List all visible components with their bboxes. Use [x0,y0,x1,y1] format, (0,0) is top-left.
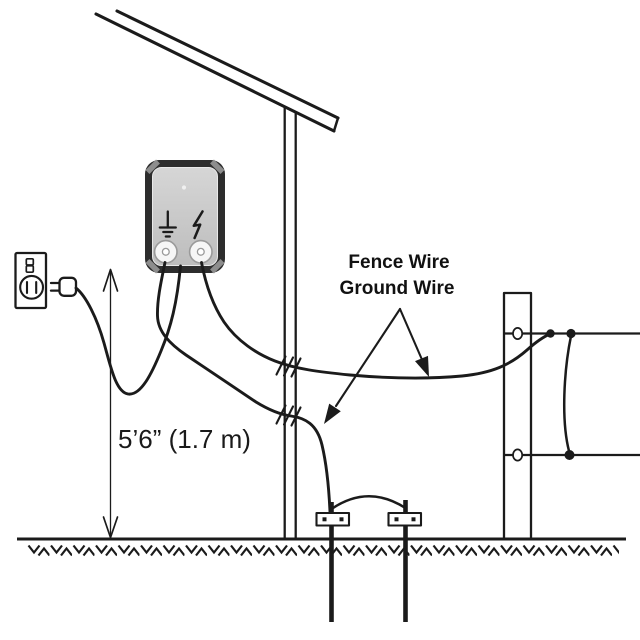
callout-arrowhead-right-icon [415,355,429,377]
post-insulator-bottom-icon [512,448,524,462]
fence-wire-label: Fence Wire [348,252,449,273]
rod-jumper-wire [330,495,407,511]
ground-wire-label: Ground Wire [340,278,455,299]
wire-joint-dot [566,328,576,339]
earth-ground-icon [158,210,177,238]
indicator-light [181,185,187,190]
fence-jumper-wire [563,334,573,453]
ground-rods [315,495,423,622]
wire-joint-dot [564,450,575,460]
roof-edge-lower [94,12,336,133]
ground-terminal [153,239,178,264]
power-cord [74,264,182,396]
clamp-bolt [394,517,399,522]
power-plug-icon [49,276,78,297]
mount-height-label: 5’6” (1.7 m) [118,424,251,454]
callout-arrow-line-left [334,307,402,408]
roof-end-cap [332,116,340,133]
clamp-bolt [322,517,327,522]
height-dimension: 5’6” (1.7 m) [102,268,251,539]
roof-edge-upper [115,9,340,120]
post-insulator-top-icon [512,327,524,340]
power-outlet-icon [14,251,48,310]
callout-arrow-line-right [398,307,423,360]
callout-arrowhead-left-icon [324,403,341,424]
outlet-receptacle [19,274,45,300]
dimension-arrow-up-icon [102,268,119,292]
wire-joint-dot [546,329,555,338]
wire-callout: Fence Wire Ground Wire [324,252,454,424]
clamp-bolt [411,517,416,522]
fence-wire [200,261,553,380]
ground-rod-clamp-left [315,511,351,527]
clamp-bolt [339,517,344,522]
post-insulator-marks-ground-wire [275,404,302,427]
energizer-corner-bevels [145,159,225,274]
post-insulator-marks-fence-wire [275,355,302,378]
plug-body [58,276,78,297]
outlet-top-slot-1 [25,257,35,266]
shed-roof [94,9,340,133]
soil-hatch [27,542,619,559]
outlet-top-slot-2 [25,264,35,274]
lightning-bolt-icon [192,210,204,240]
shed-post [283,105,297,541]
energizer [145,159,225,274]
fence-terminal [188,239,213,264]
ground-wire [156,261,332,514]
ground-rod-clamp-right [387,511,423,527]
